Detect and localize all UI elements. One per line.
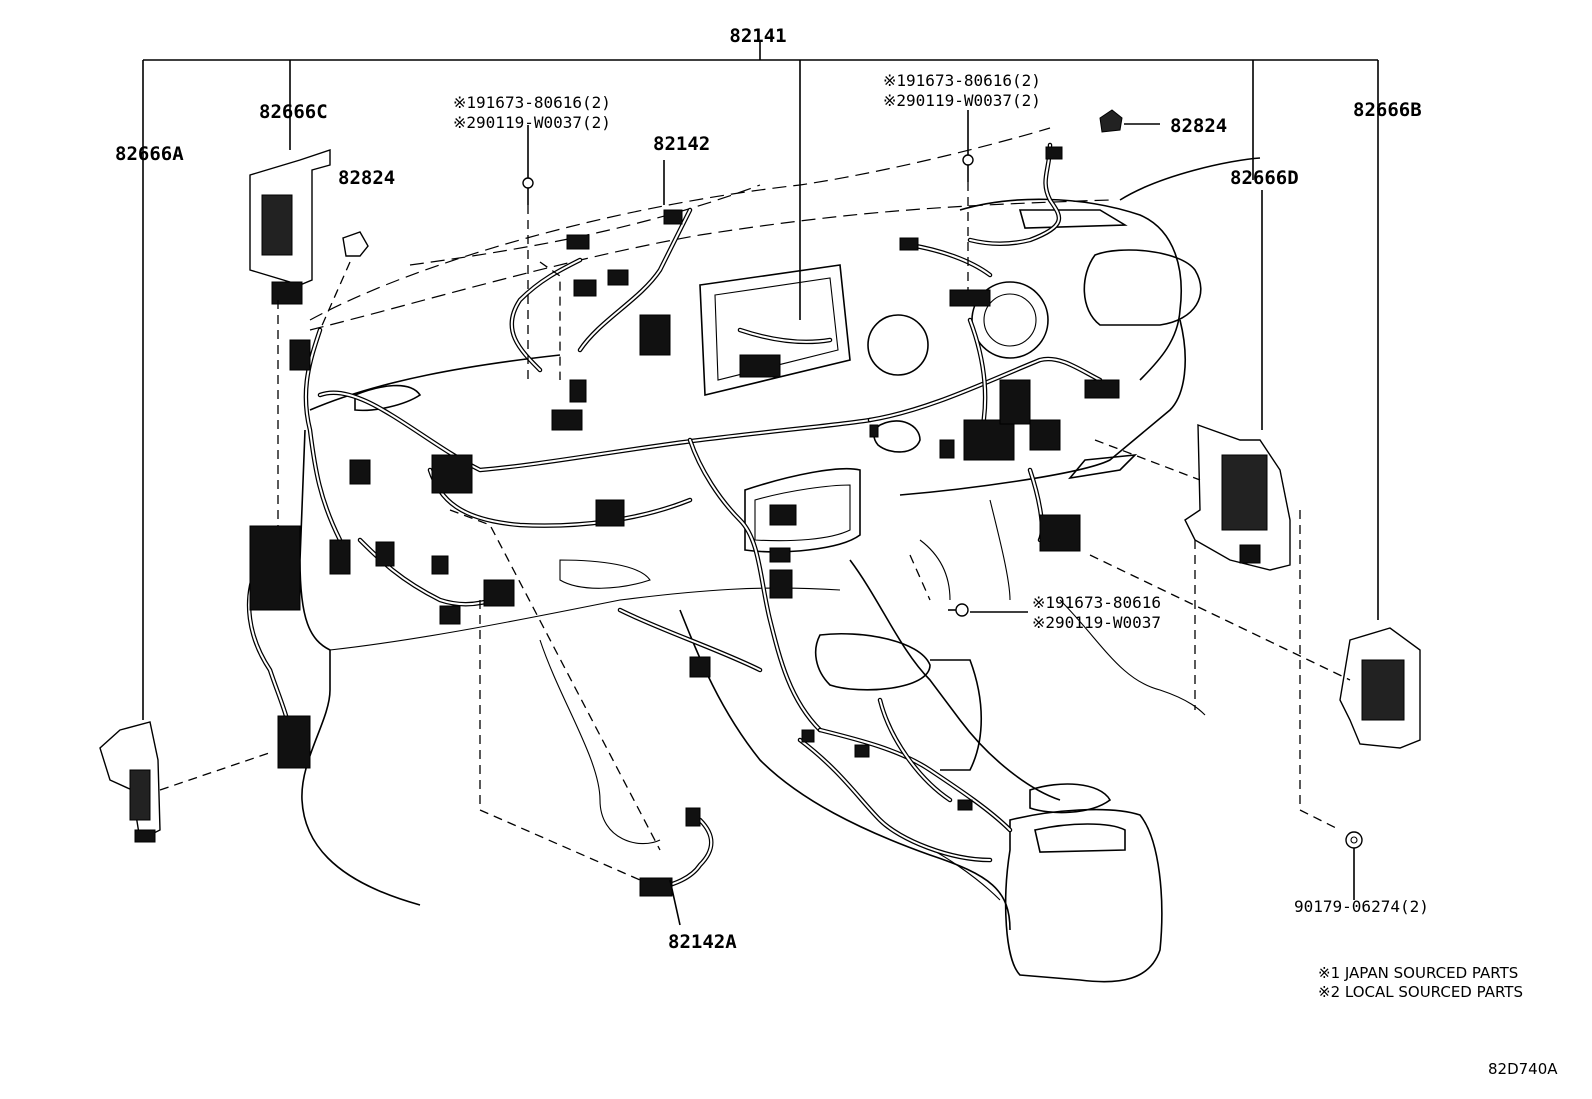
label-82666b: 82666B (1353, 99, 1422, 121)
connector-82824-left-shape (342, 231, 369, 257)
bolt-center-shape (948, 603, 969, 617)
ref-right-top-2: ※290119-W0037(2) (883, 91, 1041, 110)
ref-right-top-1: ※191673-80616(2) (883, 71, 1041, 90)
connector-82824-right-shape (1099, 109, 1123, 133)
bolt-left-shape (522, 177, 534, 205)
label-90179: 90179-06274(2) (1294, 897, 1429, 916)
ref-left-top-2: ※290119-W0037(2) (453, 113, 611, 132)
main-harness-leader (142, 42, 1379, 720)
label-82824-right: 82824 (1170, 115, 1227, 137)
label-82666d: 82666D (1230, 167, 1299, 189)
label-82142: 82142 (653, 133, 710, 155)
label-82666c: 82666C (259, 101, 328, 123)
label-82824-left: 82824 (338, 167, 395, 189)
bracket-82666d-shape (1184, 423, 1291, 571)
main-harness (246, 142, 1103, 891)
label-82142a: 82142A (668, 931, 737, 953)
harness-connectors (249, 146, 1120, 897)
bolt-right-shape (962, 154, 974, 182)
solid-leaders (527, 110, 1355, 926)
ref-center-2: ※290119-W0037 (1032, 613, 1161, 632)
label-82666a: 82666A (115, 143, 184, 165)
bracket-82666a-shape (99, 721, 161, 843)
ref-left-top-1: ※191673-80616(2) (453, 93, 611, 112)
ref-center-1: ※191673-80616 (1032, 593, 1161, 612)
legend-local: ※2 LOCAL SOURCED PARTS (1318, 983, 1523, 1001)
bracket-82666b-shape (1339, 627, 1421, 749)
drawing-code: 82D740A (1488, 1060, 1558, 1078)
dashboard-outline (299, 127, 1261, 983)
clip-nut-shape (1345, 831, 1363, 849)
legend-japan: ※1 JAPAN SOURCED PARTS (1318, 964, 1518, 982)
label-82141: 82141 (729, 25, 786, 47)
dashed-leaders (159, 182, 1351, 881)
bracket-82666c-shape (249, 149, 331, 305)
